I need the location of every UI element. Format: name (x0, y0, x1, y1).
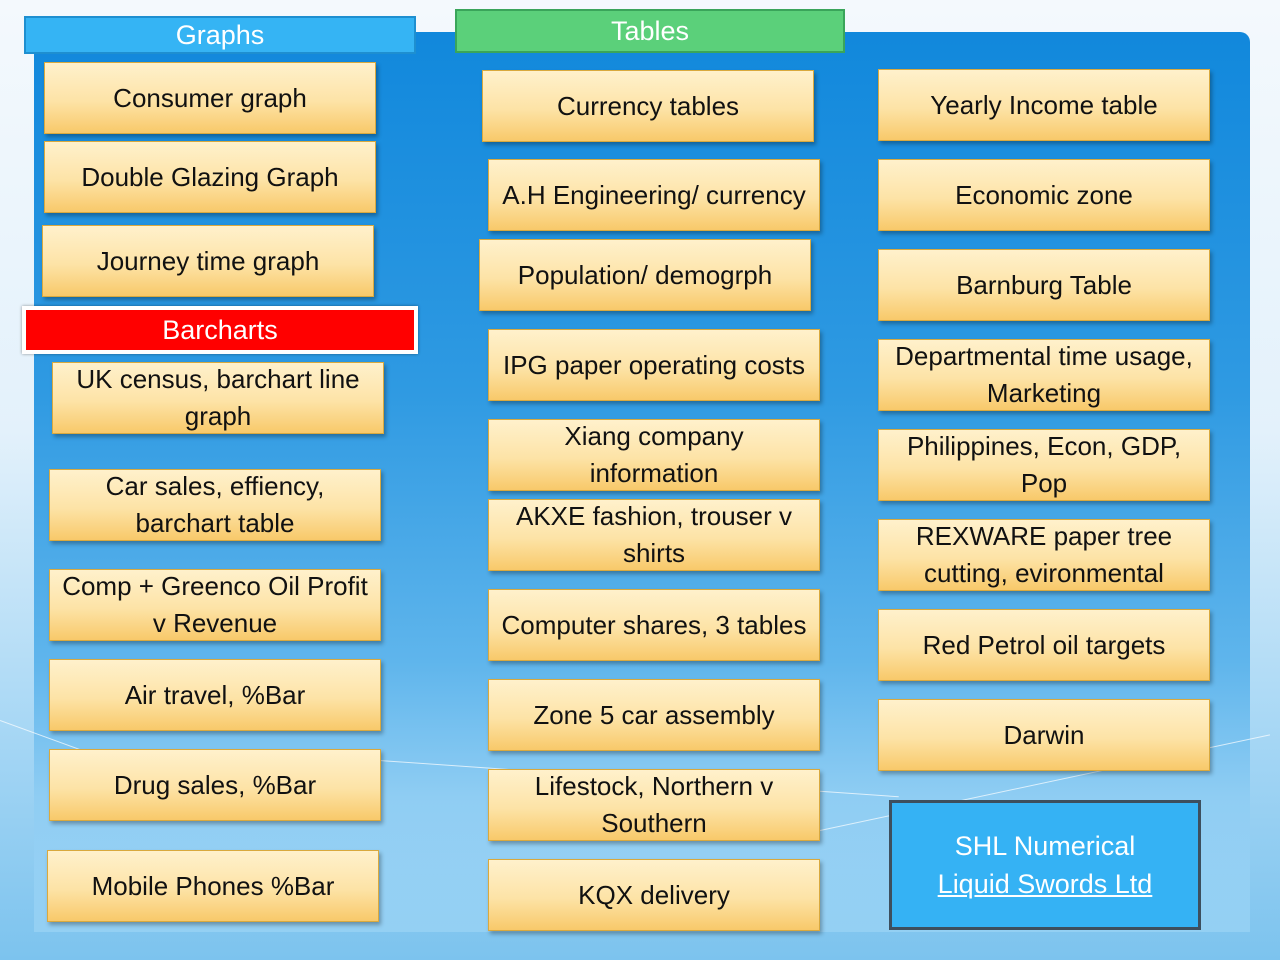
graphs-item[interactable]: Consumer graph (44, 62, 376, 134)
barcharts-item[interactable]: Comp + Greenco Oil Profit v Revenue (49, 569, 381, 641)
tables-col1-item[interactable]: Xiang company information (488, 419, 820, 491)
graphs-header: Graphs (24, 16, 416, 54)
tables-col1-item[interactable]: A.H Engineering/ currency (488, 159, 820, 231)
graphs-item[interactable]: Double Glazing Graph (44, 141, 376, 213)
tables-col2-item[interactable]: REXWARE paper tree cutting, evironmental (878, 519, 1210, 591)
tables-col1-item[interactable]: AKXE fashion, trouser v shirts (488, 499, 820, 571)
tables-col1-item[interactable]: Population/ demogrph (479, 239, 811, 311)
shl-title: SHL Numerical (954, 831, 1136, 861)
tables-col2-item[interactable]: Economic zone (878, 159, 1210, 231)
tables-header: Tables (455, 9, 845, 53)
shl-numerical-box: SHL Numerical Liquid Swords Ltd (889, 800, 1201, 930)
barcharts-item[interactable]: Car sales, effiency, barchart table (49, 469, 381, 541)
barcharts-item[interactable]: Mobile Phones %Bar (47, 850, 379, 922)
barcharts-item[interactable]: Drug sales, %Bar (49, 749, 381, 821)
tables-col2-item[interactable]: Philippines, Econ, GDP, Pop (878, 429, 1210, 501)
tables-col1-item[interactable]: Currency tables (482, 70, 814, 142)
tables-col2-item[interactable]: Darwin (878, 699, 1210, 771)
tables-col2-item[interactable]: Departmental time usage, Marketing (878, 339, 1210, 411)
barcharts-item[interactable]: UK census, barchart line graph (52, 362, 384, 434)
tables-col1-item[interactable]: IPG paper operating costs (488, 329, 820, 401)
barcharts-item[interactable]: Air travel, %Bar (49, 659, 381, 731)
liquid-swords-link[interactable]: Liquid Swords Ltd (937, 869, 1153, 899)
tables-col2-item[interactable]: Barnburg Table (878, 249, 1210, 321)
tables-col2-item[interactable]: Red Petrol oil targets (878, 609, 1210, 681)
tables-col1-item[interactable]: Computer shares, 3 tables (488, 589, 820, 661)
barcharts-header: Barcharts (22, 306, 418, 354)
tables-col1-item[interactable]: Zone 5 car assembly (488, 679, 820, 751)
tables-col2-item[interactable]: Yearly Income table (878, 69, 1210, 141)
tables-col1-item[interactable]: Lifestock, Northern v Southern (488, 769, 820, 841)
tables-col1-item[interactable]: KQX delivery (488, 859, 820, 931)
graphs-item[interactable]: Journey time graph (42, 225, 374, 297)
